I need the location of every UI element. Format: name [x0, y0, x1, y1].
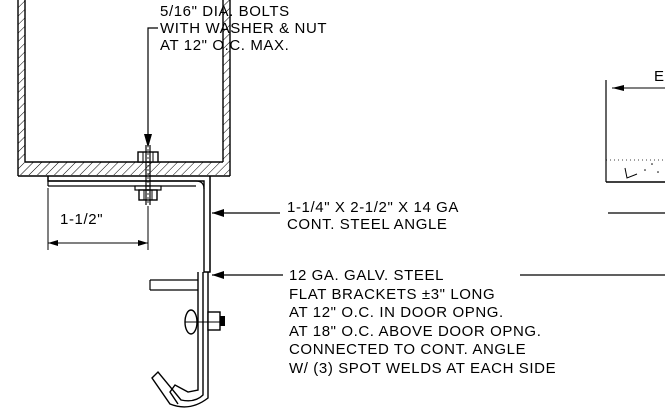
bolt-note: 5/16" DIA. BOLTS WITH WASHER & NUT AT 12…	[160, 3, 327, 54]
bolt-note-line: AT 12" O.C. MAX.	[160, 37, 290, 54]
bracket-note-line: AT 18" O.C. ABOVE DOOR OPNG.	[289, 322, 542, 340]
angle-note-line: CONT. STEEL ANGLE	[287, 216, 448, 233]
channel-bottom-flange	[18, 161, 230, 177]
dimension-line	[47, 188, 149, 250]
channel-left-wall	[17, 0, 26, 176]
right-partial-detail	[605, 80, 665, 183]
bolt-note-line: 5/16" DIA. BOLTS	[160, 3, 290, 20]
bracket-note-line: CONNECTED TO CONT. ANGLE	[289, 341, 527, 358]
bolt-note-line: WITH WASHER & NUT	[160, 20, 328, 37]
bracket-note: 12 GA. GALV. STEEL FLAT BRACKETS ±3" LON…	[289, 267, 556, 378]
bracket-bolt	[184, 309, 225, 335]
steel-angle	[47, 176, 211, 273]
bolt-assembly	[134, 145, 162, 205]
bracket-leader	[212, 271, 665, 279]
angle-note-line: 1-1/4" X 2-1/2" X 14 GA	[287, 199, 460, 216]
bolt-leader	[144, 27, 158, 148]
bracket-note-line: 12 GA. GALV. STEEL	[289, 267, 445, 284]
angle-note: 1-1/4" X 2-1/2" X 14 GA CONT. STEEL ANGL…	[287, 199, 459, 233]
right-edge-label: E	[654, 68, 665, 85]
bracket-note-line: FLAT BRACKETS ±3" LONG	[289, 285, 496, 303]
bracket-note-line: AT 12" O.C. IN DOOR OPNG.	[289, 304, 504, 321]
channel-right-wall	[222, 0, 231, 176]
angle-leader	[212, 209, 665, 217]
dimension-label: 1-1/2"	[60, 211, 104, 228]
flat-bracket	[149, 272, 209, 408]
bracket-note-line: W/ (3) SPOT WELDS AT EACH SIDE	[289, 359, 557, 377]
